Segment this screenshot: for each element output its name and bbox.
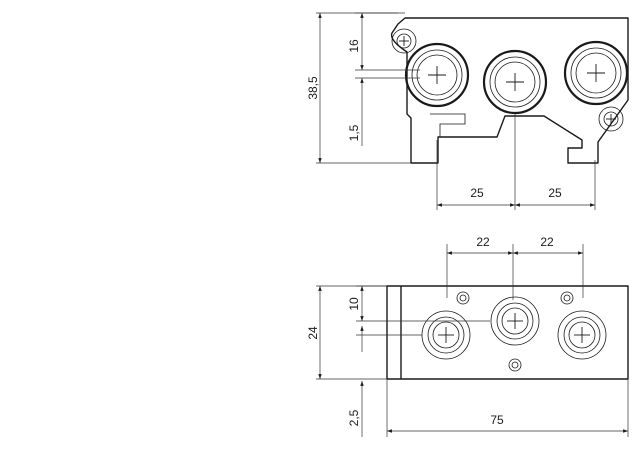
dim-bottom-height-total: 24	[306, 285, 387, 380]
dim-label-1-5: 1,5	[347, 124, 361, 141]
dim-top-height-lower: 1,5	[347, 77, 420, 146]
bottom-view: 22 22 10 24 2,5 75	[306, 235, 629, 437]
dim-label-10: 10	[347, 297, 361, 311]
bottom-small-hole-center	[508, 358, 522, 372]
port-top-3	[563, 40, 629, 106]
dim-bottom-offset-upper: 10	[347, 285, 490, 322]
top-view: 38,5 16 1,5 25 25	[306, 12, 629, 210]
dim-label-75: 75	[490, 413, 504, 427]
dim-bottom-plate-thickness: 2,5	[347, 381, 364, 437]
port-bottom-2	[490, 296, 540, 346]
dim-label-22-right: 22	[540, 235, 554, 249]
mounting-hole-top-left	[391, 28, 417, 54]
dim-label-25-right: 25	[548, 186, 562, 200]
bottom-small-hole-left	[456, 291, 470, 305]
dim-label-2-5: 2,5	[347, 409, 361, 426]
dim-top-height-total: 38,5	[306, 12, 411, 164]
dim-label-16: 16	[347, 39, 361, 53]
dim-label-38-5: 38,5	[306, 76, 320, 100]
dim-label-22-left: 22	[476, 235, 490, 249]
bottom-view-outline	[386, 285, 629, 380]
top-view-inner-step	[430, 113, 466, 137]
port-top-1	[404, 42, 470, 108]
bottom-small-hole-right	[560, 291, 574, 305]
dim-bottom-pitch: 22 22	[446, 235, 584, 300]
top-view-outline	[390, 17, 629, 164]
mounting-hole-top-right	[598, 106, 624, 132]
port-top-2	[482, 49, 548, 115]
dim-label-25-left: 25	[470, 186, 484, 200]
dim-top-pitch: 25 25	[436, 114, 596, 210]
dim-bottom-width-total: 75	[386, 379, 629, 437]
port-bottom-3	[557, 310, 607, 360]
dim-top-height-upper: 16	[347, 12, 420, 71]
dim-label-24: 24	[306, 326, 320, 340]
port-bottom-1	[421, 310, 471, 360]
